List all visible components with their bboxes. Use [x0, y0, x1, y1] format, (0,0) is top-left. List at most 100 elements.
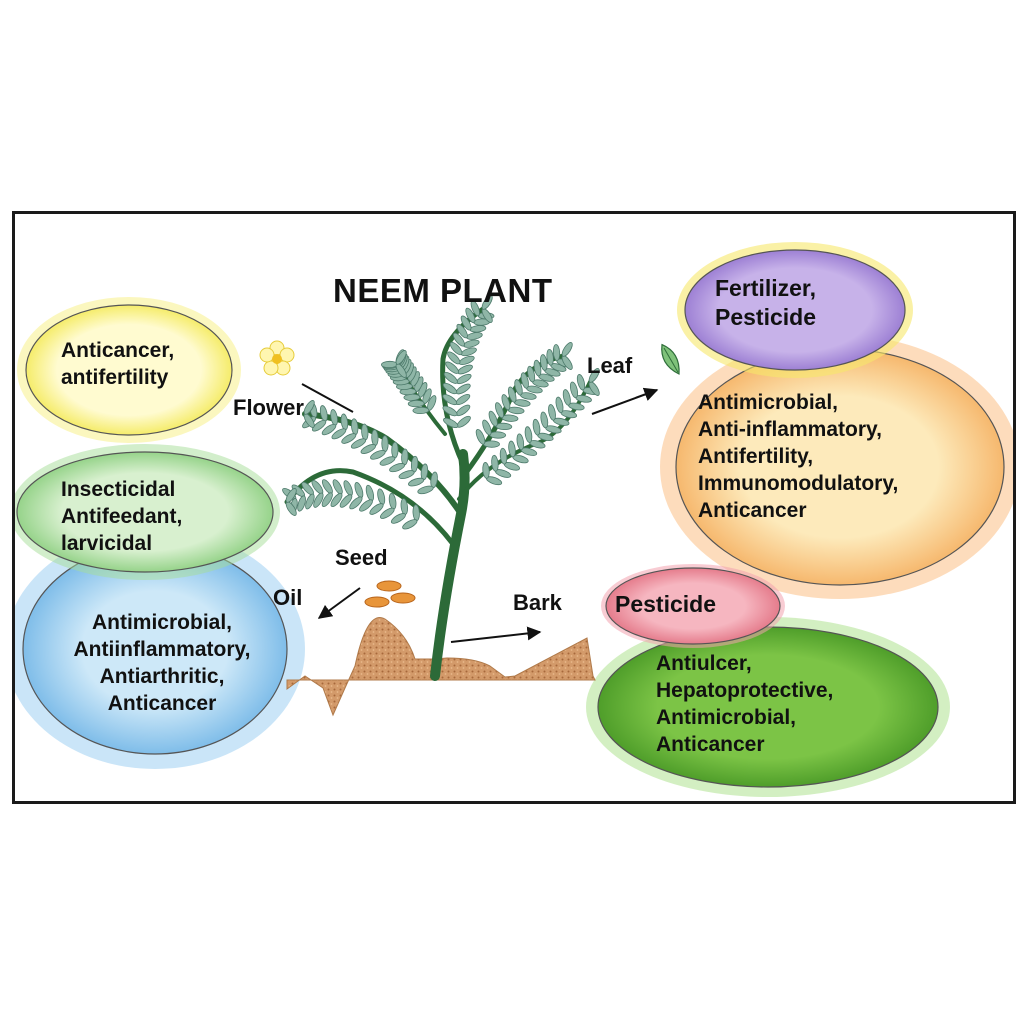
leaflet	[408, 477, 425, 487]
flower-label: Flower	[233, 395, 304, 420]
leaflet	[350, 438, 367, 449]
leaflet	[332, 479, 343, 495]
leaflet	[533, 359, 542, 377]
oil-uses-text: Antimicrobial, Antiinflammatory, Antiart…	[37, 610, 287, 718]
seed-icon	[364, 580, 416, 608]
leaflet	[402, 519, 418, 530]
leaflet	[398, 470, 415, 480]
oil-label: Oil	[273, 585, 303, 610]
leaflet	[455, 383, 471, 395]
leaflet	[488, 410, 498, 427]
leaflet	[285, 488, 297, 503]
bark-use-blob	[586, 617, 950, 797]
oil-use-blob	[15, 529, 305, 769]
leaflet	[407, 399, 425, 408]
leaflet	[321, 423, 337, 436]
leaflet	[465, 307, 476, 324]
leaflet	[370, 449, 386, 460]
leaflet	[513, 399, 531, 407]
leaflet	[447, 351, 461, 365]
leaflet	[449, 341, 463, 356]
leaflet	[481, 295, 493, 310]
oil-arrow	[317, 587, 361, 619]
leaflet	[499, 447, 508, 465]
leaflet	[463, 339, 480, 348]
leaflet	[452, 332, 465, 347]
use-line: Hepatoprotective,	[656, 678, 834, 702]
flower-uses-text: Anticancer, antifertility	[61, 338, 174, 392]
leaflet	[339, 494, 353, 508]
leaflet	[455, 393, 471, 406]
leaflet	[460, 315, 472, 331]
leaflet	[562, 389, 571, 406]
leaflet	[460, 347, 477, 357]
use-line: Insecticidal	[61, 478, 176, 501]
leaflet	[458, 355, 475, 365]
leaf-top-use-blob	[677, 242, 913, 378]
leaflet	[469, 325, 487, 333]
bark-top-use-blob	[601, 564, 785, 648]
leaflet	[540, 354, 548, 371]
leaflet	[532, 418, 541, 436]
use-line: Pesticide	[715, 304, 816, 331]
leaflet	[303, 400, 315, 415]
leaflet	[495, 402, 504, 419]
use-line: Antifertility,	[698, 444, 814, 468]
use-line: larvicidal	[61, 531, 153, 555]
leaf-uses-text: Antimicrobial, Anti-inflammatory, Antife…	[698, 390, 898, 524]
flower-icon	[259, 340, 295, 376]
leaflet	[359, 499, 373, 512]
leaflet	[516, 433, 525, 451]
leaflet	[412, 406, 430, 415]
leaflet	[507, 406, 525, 415]
leaflet	[569, 381, 579, 398]
leaflet	[351, 418, 359, 436]
leaflet	[548, 404, 556, 421]
diagram-frame: NEEM PLANT Flower Leaf Seed Oil Bark Ant…	[12, 211, 1016, 804]
leaf-icon	[661, 343, 680, 375]
use-line: Antiinflammatory,	[73, 637, 251, 661]
bark-top-uses-text: Pesticide	[615, 590, 716, 619]
leaflet	[507, 386, 517, 403]
leaf-top-uses-text: Fertilizer, Pesticide	[715, 274, 816, 333]
leaflet	[381, 360, 398, 369]
leaflet	[552, 344, 561, 361]
arrows	[301, 383, 659, 643]
leaflet	[501, 394, 511, 411]
leaflet	[331, 428, 347, 440]
leaflet	[443, 417, 459, 428]
leaflet	[466, 332, 483, 340]
leaflet	[343, 480, 353, 496]
leaflet	[330, 492, 343, 508]
leaflet	[349, 496, 363, 510]
leaflet	[524, 426, 533, 443]
leaflet	[495, 422, 513, 431]
leaflet	[313, 492, 324, 508]
bark-uses-text: Antiulcer, Hepatoprotective, Antimicrobi…	[656, 651, 833, 759]
leaf-use-blob	[660, 335, 1013, 599]
leaf-label: Leaf	[587, 353, 633, 378]
use-line: Antimicrobial,	[698, 391, 839, 414]
use-line: Anti-inflammatory,	[698, 417, 882, 441]
leaflet	[455, 404, 471, 417]
bark-arrow	[450, 626, 542, 643]
leaflet	[501, 414, 519, 422]
seed-label: Seed	[335, 545, 388, 570]
leaflet	[371, 429, 379, 447]
leaflet	[381, 435, 389, 453]
leaflet	[311, 419, 327, 432]
leaflet	[443, 371, 458, 384]
use-line: Antimicrobial,	[656, 705, 797, 729]
leaflet	[379, 456, 396, 466]
use-line: antifertility	[61, 365, 169, 389]
use-line: Anticancer	[698, 498, 807, 522]
leaflet	[457, 364, 473, 375]
leaflet	[445, 361, 459, 374]
leaflet	[321, 492, 333, 508]
leaflet	[395, 350, 407, 365]
leaflet	[442, 394, 458, 406]
flower-use-blob	[17, 297, 241, 443]
leaflet	[561, 342, 573, 357]
diagram-title: NEEM PLANT	[333, 272, 553, 309]
diagram-artwork	[15, 242, 1013, 797]
